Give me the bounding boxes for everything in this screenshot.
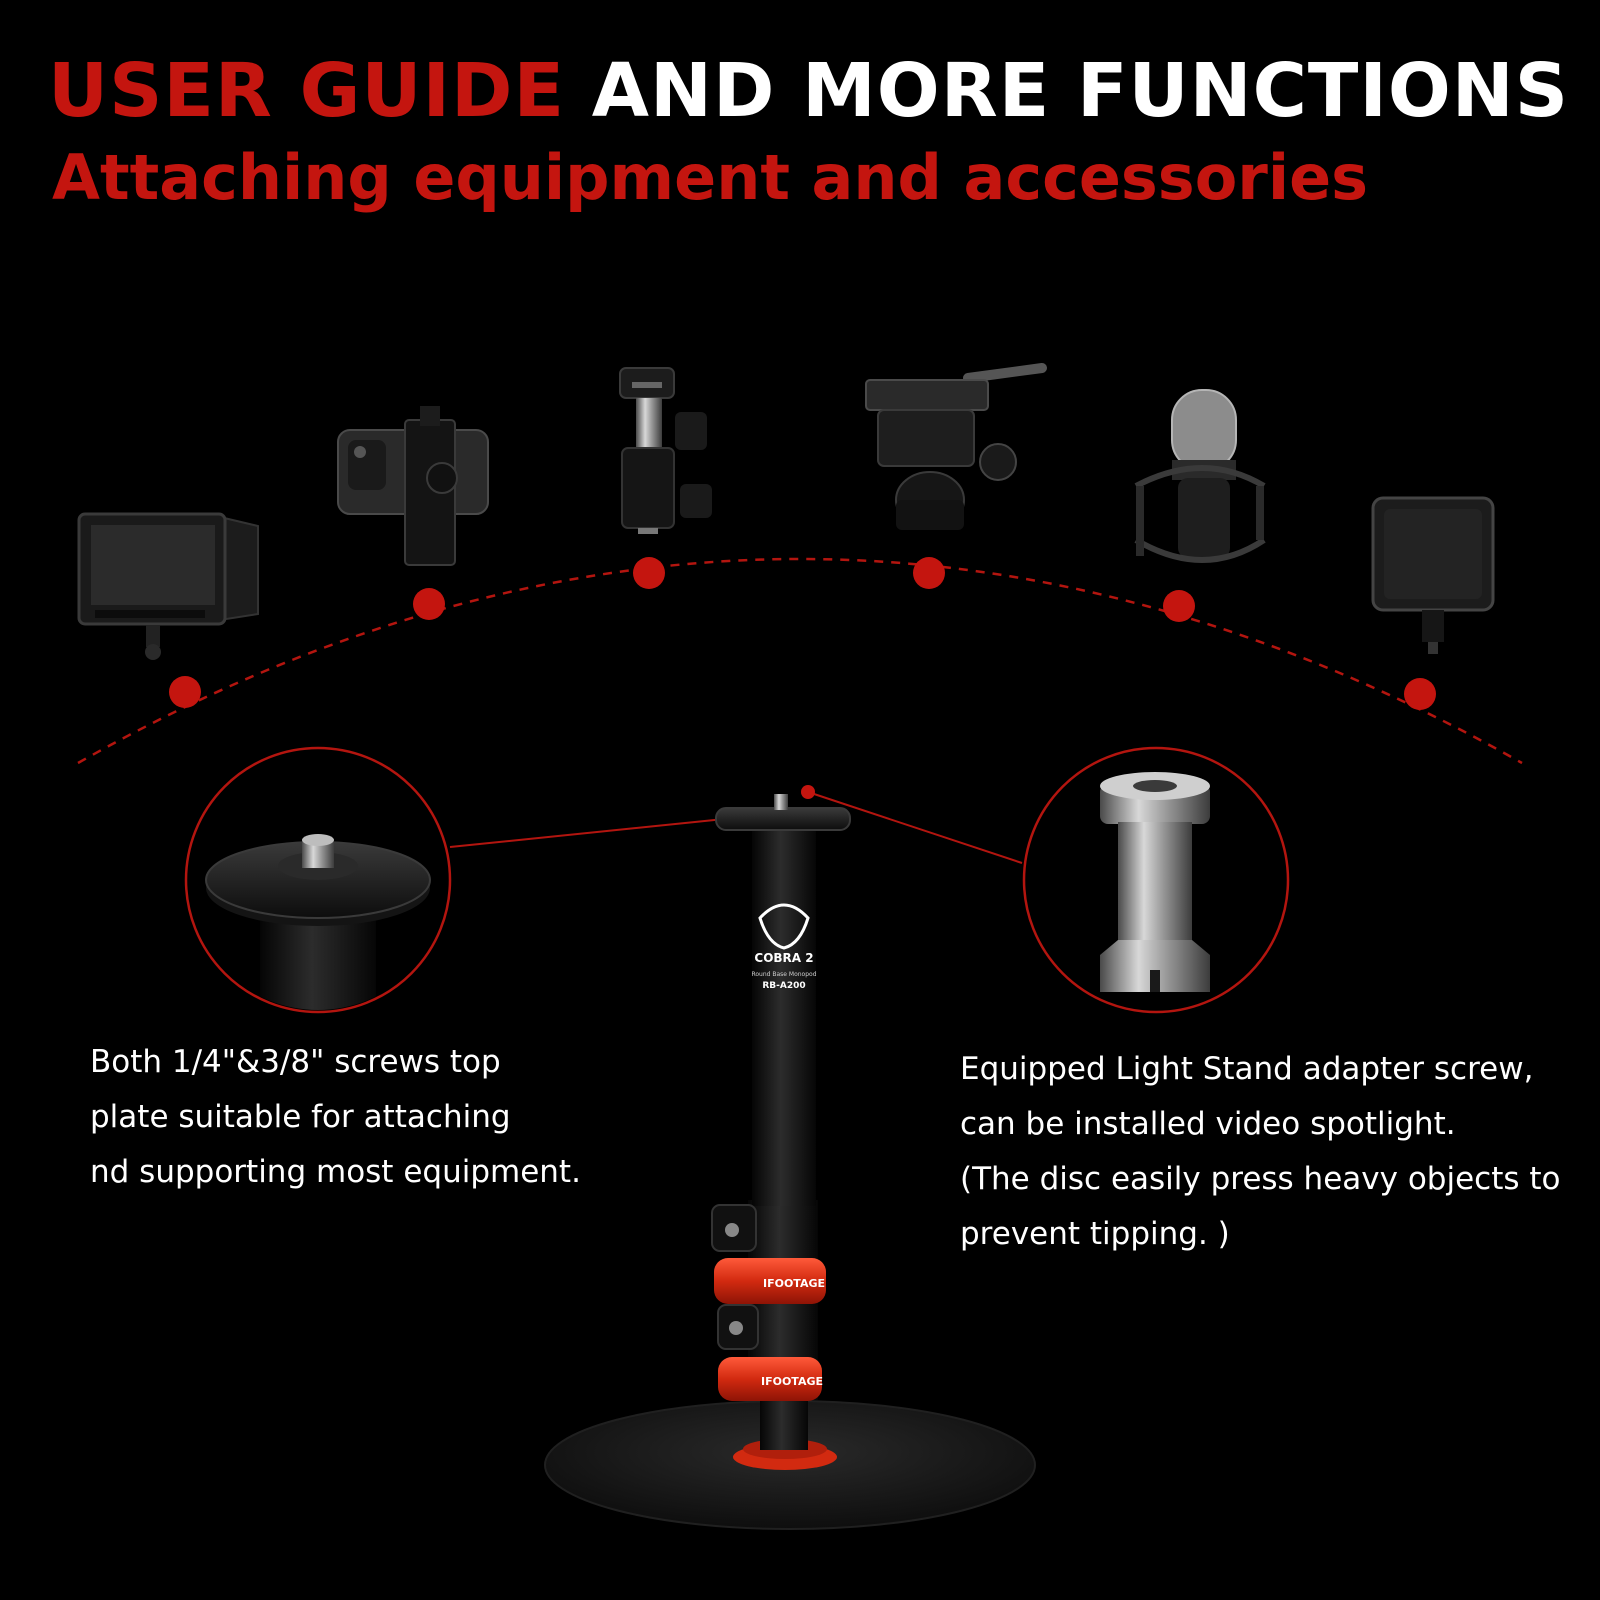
- page-title: USER GUIDE AND MORE FUNCTIONS: [48, 46, 1569, 136]
- upper-clamp: [714, 1258, 826, 1304]
- caption-top-plate: Both 1/4"&3/8" screws top plate suitable…: [90, 1035, 581, 1200]
- adapter-screw-detail: [1022, 746, 1290, 1014]
- leader-line-left: [449, 817, 735, 848]
- umbrella-swivel-adapter-icon: [619, 367, 712, 534]
- model-name: COBRA 2: [754, 951, 813, 965]
- caption-line: Equipped Light Stand adapter screw,: [960, 1051, 1534, 1087]
- cobra-logo-icon: [758, 903, 810, 950]
- led-panel-light-icon: [1371, 496, 1495, 654]
- arc-dot: [413, 588, 445, 620]
- arc-dot: [633, 557, 665, 589]
- field-monitor-icon: [77, 512, 259, 660]
- caption-line: plate suitable for attaching: [90, 1099, 511, 1135]
- dashed-arc: [77, 557, 1523, 765]
- brand-upper: IFOOTAGE: [763, 1277, 825, 1290]
- model-sub: Round Base Monopod: [751, 971, 816, 978]
- monopod-product: COBRA 2 Round Base Monopod RB-A200 IFOOT…: [544, 794, 1036, 1530]
- arc-dot: [169, 676, 201, 708]
- brand-lower: IFOOTAGE: [761, 1375, 823, 1388]
- fluid-video-head-icon: [865, 363, 1047, 530]
- studio-microphone-icon: [1134, 389, 1266, 563]
- caption-line: Both 1/4"&3/8" screws top: [90, 1044, 501, 1080]
- leader-line-right: [807, 791, 1023, 864]
- arc-dot: [1404, 678, 1436, 710]
- caption-line: (The disc easily press heavy objects to: [960, 1161, 1561, 1197]
- page-subtitle: Attaching equipment and accessories: [52, 141, 1369, 214]
- screw-marker: [801, 785, 815, 799]
- arc-dot: [1163, 590, 1195, 622]
- arc-dots: [169, 557, 1436, 710]
- arc-dot: [913, 557, 945, 589]
- caption-line: nd supporting most equipment.: [90, 1154, 581, 1190]
- model-code: RB-A200: [762, 981, 805, 991]
- top-plate-detail: [184, 746, 452, 1014]
- phone-clamp-icon: [337, 406, 489, 566]
- title-red-part: USER GUIDE: [48, 48, 566, 134]
- caption-line: prevent tipping. ): [960, 1216, 1230, 1252]
- caption-line: can be installed video spotlight.: [960, 1106, 1456, 1142]
- caption-adapter-screw: Equipped Light Stand adapter screw, can …: [960, 1042, 1560, 1262]
- lower-clamp: [718, 1357, 822, 1401]
- title-white-part: AND MORE FUNCTIONS: [591, 48, 1570, 134]
